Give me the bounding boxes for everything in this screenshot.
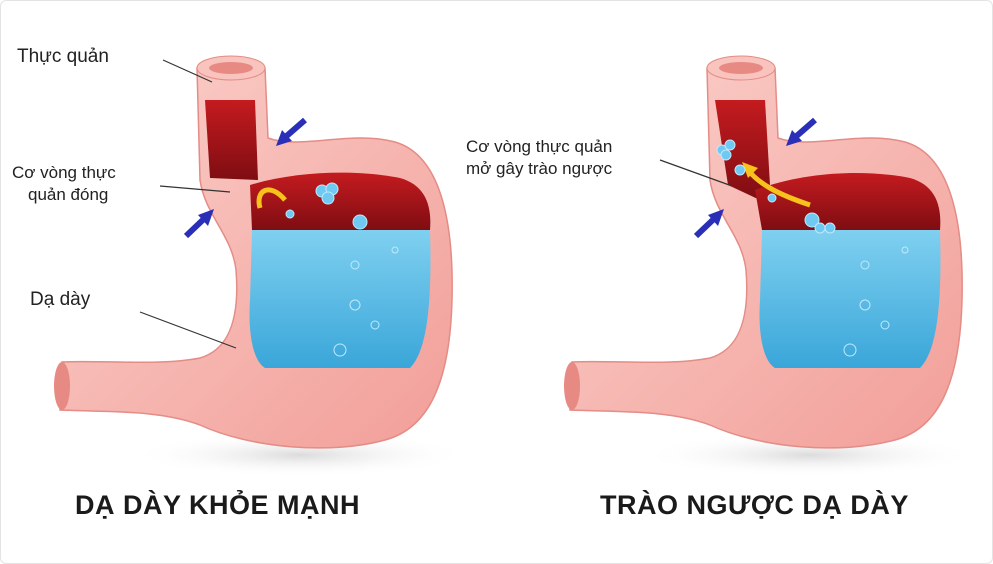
esophagus-lumen [209, 62, 253, 74]
label-sphincter-open-line2: mở gây trào ngược [466, 159, 613, 178]
label-sphincter-closed-line2: quản đóng [28, 185, 109, 204]
arrow-head [198, 209, 214, 226]
leader-lines [139, 59, 237, 349]
stomach-acid [249, 230, 431, 368]
arrow-head [276, 130, 292, 146]
reflux-stomach [564, 55, 980, 477]
stomach-cavity-top [250, 172, 431, 230]
arrow-head [742, 162, 758, 178]
title-healthy-stomach: DẠ DÀY KHỎE MẠNH [75, 490, 361, 520]
label-esophagus: Thực quản [17, 46, 109, 67]
acid-bubbles [285, 182, 399, 357]
esophagus-inner [715, 100, 770, 200]
leader-line [659, 159, 733, 187]
shadow [130, 433, 470, 477]
label-sphincter-open-line1: Cơ vòng thực quản [466, 137, 613, 156]
stomach-acid [759, 230, 941, 368]
label-stomach: Dạ dày [30, 289, 91, 310]
healthy-stomach [54, 55, 470, 477]
title-gastric-reflux: TRÀO NGƯỢC DẠ DÀY [600, 490, 909, 520]
stomach-cavity-top [755, 173, 941, 230]
esophagus-inner [205, 100, 258, 180]
arrow-head [708, 209, 724, 226]
shadow [640, 433, 980, 477]
label-sphincter-closed-line1: Cơ vòng thực [12, 163, 116, 182]
duodenum-opening [564, 362, 580, 410]
reflux-blocked-arrow [256, 187, 287, 209]
acid-bubbles [716, 139, 909, 357]
esophagus-lumen [719, 62, 763, 74]
duodenum-opening [54, 362, 70, 410]
arrow-head [786, 130, 802, 146]
